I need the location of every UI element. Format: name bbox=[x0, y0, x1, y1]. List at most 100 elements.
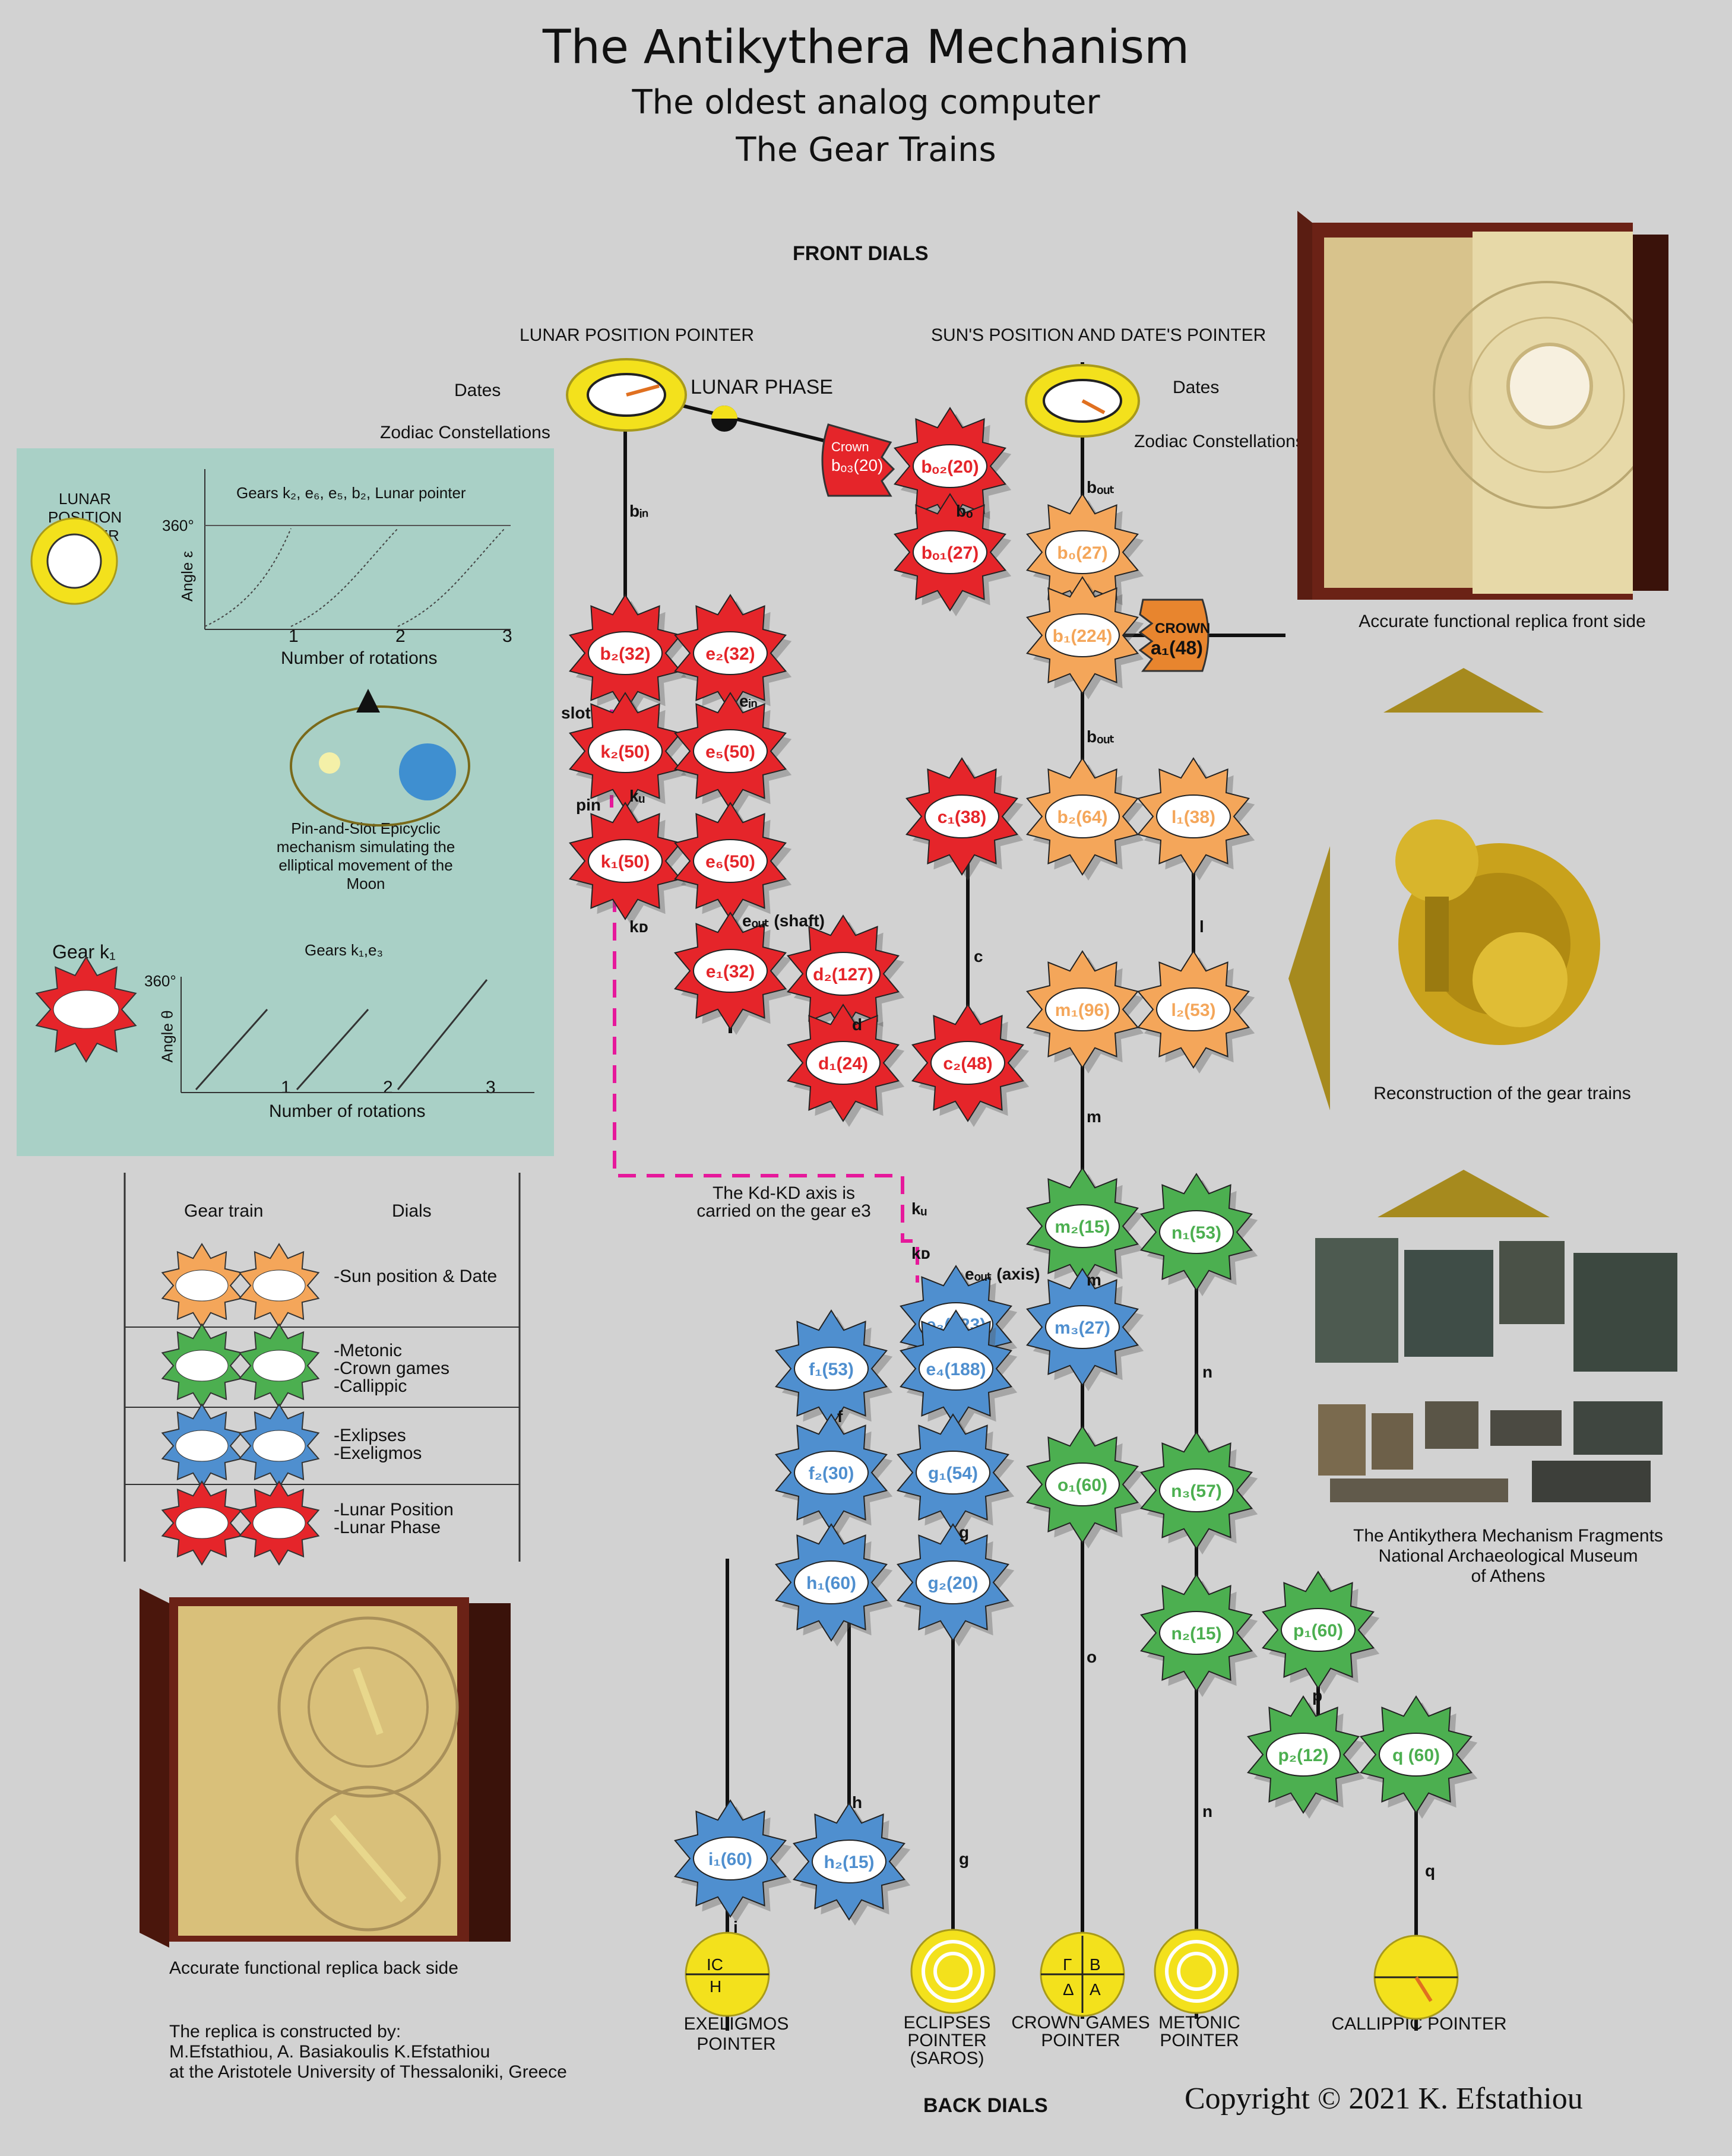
gear-label: m₃(27) bbox=[1055, 1318, 1110, 1338]
crown-a1-label: a₁(48) bbox=[1151, 637, 1203, 658]
gear-label: i₁(60) bbox=[708, 1850, 752, 1869]
kd-axis-note: The Kd-KD axis is carried on the gear e3 bbox=[696, 1183, 871, 1221]
gear-bo2-20: bₒ₂(20) bbox=[894, 407, 1012, 530]
gear-label: b₂(64) bbox=[1057, 808, 1107, 827]
axis-label-i: i bbox=[733, 1918, 738, 1936]
gear-label: g₁(54) bbox=[928, 1464, 978, 1483]
axis-label-e-in: eᵢₙ bbox=[739, 692, 758, 710]
gear-n3-57: n₃(57) bbox=[1140, 1431, 1258, 1555]
axis-label-b-out1: bₒᵤₜ bbox=[1087, 478, 1114, 496]
gear-label: bₒ₁(27) bbox=[922, 543, 979, 563]
axis-label-k-u2: kᵤ bbox=[911, 1199, 927, 1218]
chart1-tick-1: 1 bbox=[289, 626, 299, 646]
crown-bo3-label: bₒ₃(20) bbox=[831, 456, 884, 474]
back-dials bbox=[685, 1929, 1459, 2020]
gear-m3-27: m₃(27) bbox=[1026, 1268, 1144, 1391]
gear-g1-54: g₁(54) bbox=[897, 1413, 1015, 1537]
gear-d2-127: d₂(127) bbox=[787, 914, 905, 1038]
subtitle-analog-computer: The oldest analog computer bbox=[632, 83, 1100, 122]
legend-header-train: Gear train bbox=[184, 1201, 264, 1221]
axis-label-k-d1: kᴅ bbox=[629, 917, 648, 936]
gear-h2-15: h₂(15) bbox=[793, 1802, 911, 1926]
gear-label: e₁(32) bbox=[706, 962, 755, 982]
pin-slot-caption: Pin-and-Slot Epicyclic mechanism simulat… bbox=[276, 819, 455, 892]
back-replica-photo bbox=[140, 1588, 511, 1948]
axis-label-q: q bbox=[1425, 1861, 1435, 1880]
axis-label-f: f bbox=[837, 1407, 843, 1426]
dates-label-right: Dates bbox=[1173, 378, 1220, 397]
zodiac-label-left: Zodiac Constellations bbox=[380, 423, 550, 442]
gear-l1-38: l₁(38) bbox=[1137, 757, 1255, 881]
replica-constructors: The replica is constructed by: M.Efstath… bbox=[169, 2022, 567, 2082]
chart1-ylabel: Angle ε bbox=[178, 550, 197, 602]
gear-label: l₂(53) bbox=[1171, 1001, 1215, 1020]
sun-dial bbox=[1025, 364, 1140, 438]
back-replica-caption: Accurate functional replica back side bbox=[169, 1958, 458, 1978]
crown-a1-tag: CROWN bbox=[1155, 620, 1211, 637]
gear-label: o₁(60) bbox=[1057, 1476, 1107, 1495]
crown-games-pointer-label: CROWN GAMES POINTER bbox=[1011, 2013, 1150, 2050]
front-replica-photo bbox=[1297, 211, 1668, 600]
gear-label: p₁(60) bbox=[1293, 1621, 1343, 1641]
axis-label-d: d bbox=[852, 1015, 862, 1034]
gear-label: m₂(15) bbox=[1055, 1217, 1110, 1237]
axis-label-b-o: bₒ bbox=[956, 502, 973, 520]
gear-label: f₁(53) bbox=[809, 1360, 854, 1379]
dial-glyph-delta: Δ bbox=[1063, 1980, 1074, 1999]
axis-label-p: p bbox=[1312, 1686, 1322, 1705]
eclipses-pointer-label: ECLIPSES POINTER (SAROS) bbox=[903, 2013, 991, 2068]
axis-label-c: c bbox=[974, 947, 983, 965]
gear-k2-50: k₂(50) bbox=[569, 692, 687, 815]
gear-label: b₁(224) bbox=[1053, 626, 1113, 646]
axis-label-g1: g bbox=[959, 1523, 969, 1541]
zodiac-label-right: Zodiac Constellations bbox=[1134, 432, 1304, 451]
chart2-tick-2: 2 bbox=[383, 1078, 393, 1097]
gear-f2-30: f₂(30) bbox=[775, 1413, 893, 1537]
gear-h1-60: h₁(60) bbox=[775, 1523, 893, 1647]
chart2-xlabel: Number of rotations bbox=[269, 1101, 426, 1121]
gear-label: bₒ₂(20) bbox=[921, 457, 979, 477]
gear-e4-188: e₄(188) bbox=[900, 1309, 1018, 1433]
chart1-xlabel: Number of rotations bbox=[281, 648, 438, 668]
gear-k1-title: Gear k₁ bbox=[52, 941, 116, 963]
axis-label-pin: pin bbox=[576, 796, 601, 814]
fragments-caption: The Antikythera Mechanism Fragments Nati… bbox=[1353, 1526, 1663, 1586]
gear-k1-50: k₁(50) bbox=[569, 802, 687, 925]
gear-n2-15: n₂(15) bbox=[1140, 1574, 1258, 1697]
gear-label: k₂(50) bbox=[600, 742, 650, 762]
sun-pointer-label: SUN'S POSITION AND DATE'S POINTER bbox=[931, 325, 1266, 345]
gear-e1-32: e₁(32) bbox=[674, 911, 792, 1035]
gear-l2-53: l₂(53) bbox=[1137, 950, 1255, 1074]
dial-glyph-gamma: Γ bbox=[1063, 1955, 1072, 1974]
legend-row-orange-text: -Sun position & Date bbox=[334, 1267, 498, 1286]
gear-c2-48: c₂(48) bbox=[911, 1003, 1030, 1127]
gear-p1-60: p₁(60) bbox=[1262, 1571, 1380, 1694]
axis-label-k-d2: kᴅ bbox=[911, 1244, 930, 1262]
gear-label: d₂(127) bbox=[813, 965, 873, 984]
metonic-pointer-label: METONIC POINTER bbox=[1158, 2013, 1240, 2050]
reconstruction-caption: Reconstruction of the gear trains bbox=[1373, 1084, 1631, 1103]
gear-o1-60: o₁(60) bbox=[1026, 1425, 1144, 1549]
gear-label: n₁(53) bbox=[1171, 1223, 1221, 1243]
chart1-y360: 360° bbox=[162, 517, 194, 534]
chart1-tick-2: 2 bbox=[395, 626, 406, 646]
lunar-phase-label: LUNAR PHASE bbox=[691, 376, 833, 398]
exeligmos-pointer-label: EXELIGMOS POINTER bbox=[683, 2014, 789, 2054]
reconstruction-photo bbox=[1395, 819, 1600, 1045]
gear-label: h₁(60) bbox=[806, 1574, 856, 1593]
chart2-tick-3: 3 bbox=[486, 1078, 496, 1097]
gear-b2-64: b₂(64) bbox=[1026, 757, 1144, 881]
gear-label: d₁(24) bbox=[818, 1054, 868, 1074]
gear-label: b₂(32) bbox=[600, 644, 650, 664]
gear-m1-96: m₁(96) bbox=[1026, 950, 1144, 1074]
axis-label-e-out_axis: eₒᵤₜ (axis) bbox=[965, 1265, 1040, 1283]
lunar-pointer-label: LUNAR POSITION POINTER bbox=[520, 325, 755, 345]
gear-label: l₁(38) bbox=[1171, 808, 1215, 827]
axis-label-n2: n bbox=[1202, 1802, 1212, 1821]
gear-f1-53: f₁(53) bbox=[775, 1309, 893, 1433]
gear-bo1-27: bₒ₁(27) bbox=[894, 493, 1012, 616]
gear-e3-223: e₃(223) bbox=[900, 1265, 1018, 1388]
chart2-tick-1: 1 bbox=[281, 1078, 291, 1097]
axis-label-m2: m bbox=[1087, 1271, 1101, 1289]
